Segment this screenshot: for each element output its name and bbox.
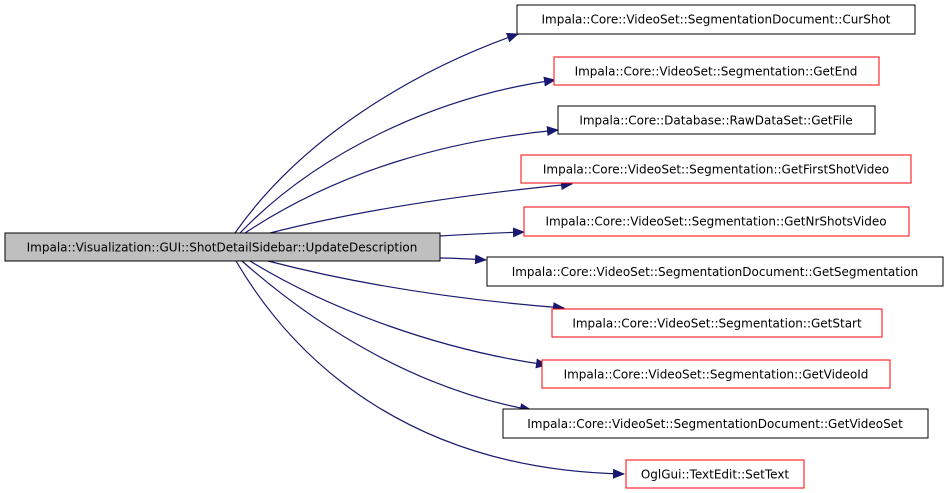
target-node-label: Impala::Core::Database::RawDataSet::GetF…: [579, 114, 852, 128]
edges: [234, 32, 625, 479]
edge-t6: [267, 260, 565, 313]
edge-t0: [234, 32, 519, 234]
edge-t9: [235, 260, 625, 479]
target-node-label: Impala::Core::VideoSet::Segmentation::Ge…: [543, 163, 889, 177]
edge-t7: [249, 260, 548, 369]
target-node-getnrshotsvideo[interactable]: Impala::Core::VideoSet::Segmentation::Ge…: [523, 206, 910, 237]
edge-t8: [241, 260, 532, 413]
target-node-getend[interactable]: Impala::Core::VideoSet::Segmentation::Ge…: [553, 56, 880, 86]
target-node-label: Impala::Core::VideoSet::Segmentation::Ge…: [545, 215, 886, 229]
target-node-getvideoid[interactable]: Impala::Core::VideoSet::Segmentation::Ge…: [541, 359, 891, 389]
target-node-label: Impala::Core::VideoSet::SegmentationDocu…: [512, 265, 919, 279]
target-node-getstart[interactable]: Impala::Core::VideoSet::Segmentation::Ge…: [551, 308, 883, 338]
target-node-label: Impala::Core::VideoSet::Segmentation::Ge…: [572, 317, 862, 331]
nodes: Impala::Visualization::GUI::ShotDetailSi…: [4, 4, 944, 489]
target-node-label: Impala::Core::VideoSet::Segmentation::Ge…: [575, 65, 858, 79]
target-node-getfirstshotvideo[interactable]: Impala::Core::VideoSet::Segmentation::Ge…: [520, 154, 912, 184]
target-node-label: Impala::Core::VideoSet::Segmentation::Ge…: [564, 368, 869, 382]
target-node-getfile[interactable]: Impala::Core::Database::RawDataSet::GetF…: [557, 105, 876, 135]
target-node-getsegmentation[interactable]: Impala::Core::VideoSet::SegmentationDocu…: [486, 256, 944, 287]
source-node[interactable]: Impala::Visualization::GUI::ShotDetailSi…: [4, 232, 441, 262]
source-node-label: Impala::Visualization::GUI::ShotDetailSi…: [27, 241, 418, 255]
edge-t5: [439, 254, 487, 265]
edge-t3: [269, 180, 573, 234]
target-node-label: Impala::Core::VideoSet::SegmentationDocu…: [527, 417, 903, 431]
edge-t1: [239, 76, 556, 234]
target-node-curshot[interactable]: Impala::Core::VideoSet::SegmentationDocu…: [516, 4, 916, 35]
target-node-label: OglGui::TextEdit::SetText: [641, 468, 790, 482]
target-node-getvideoset[interactable]: Impala::Core::VideoSet::SegmentationDocu…: [502, 408, 929, 439]
edge-t4: [439, 227, 525, 238]
edge-t2: [244, 126, 559, 234]
target-node-settext[interactable]: OglGui::TextEdit::SetText: [625, 459, 805, 489]
target-node-label: Impala::Core::VideoSet::SegmentationDocu…: [541, 13, 890, 27]
